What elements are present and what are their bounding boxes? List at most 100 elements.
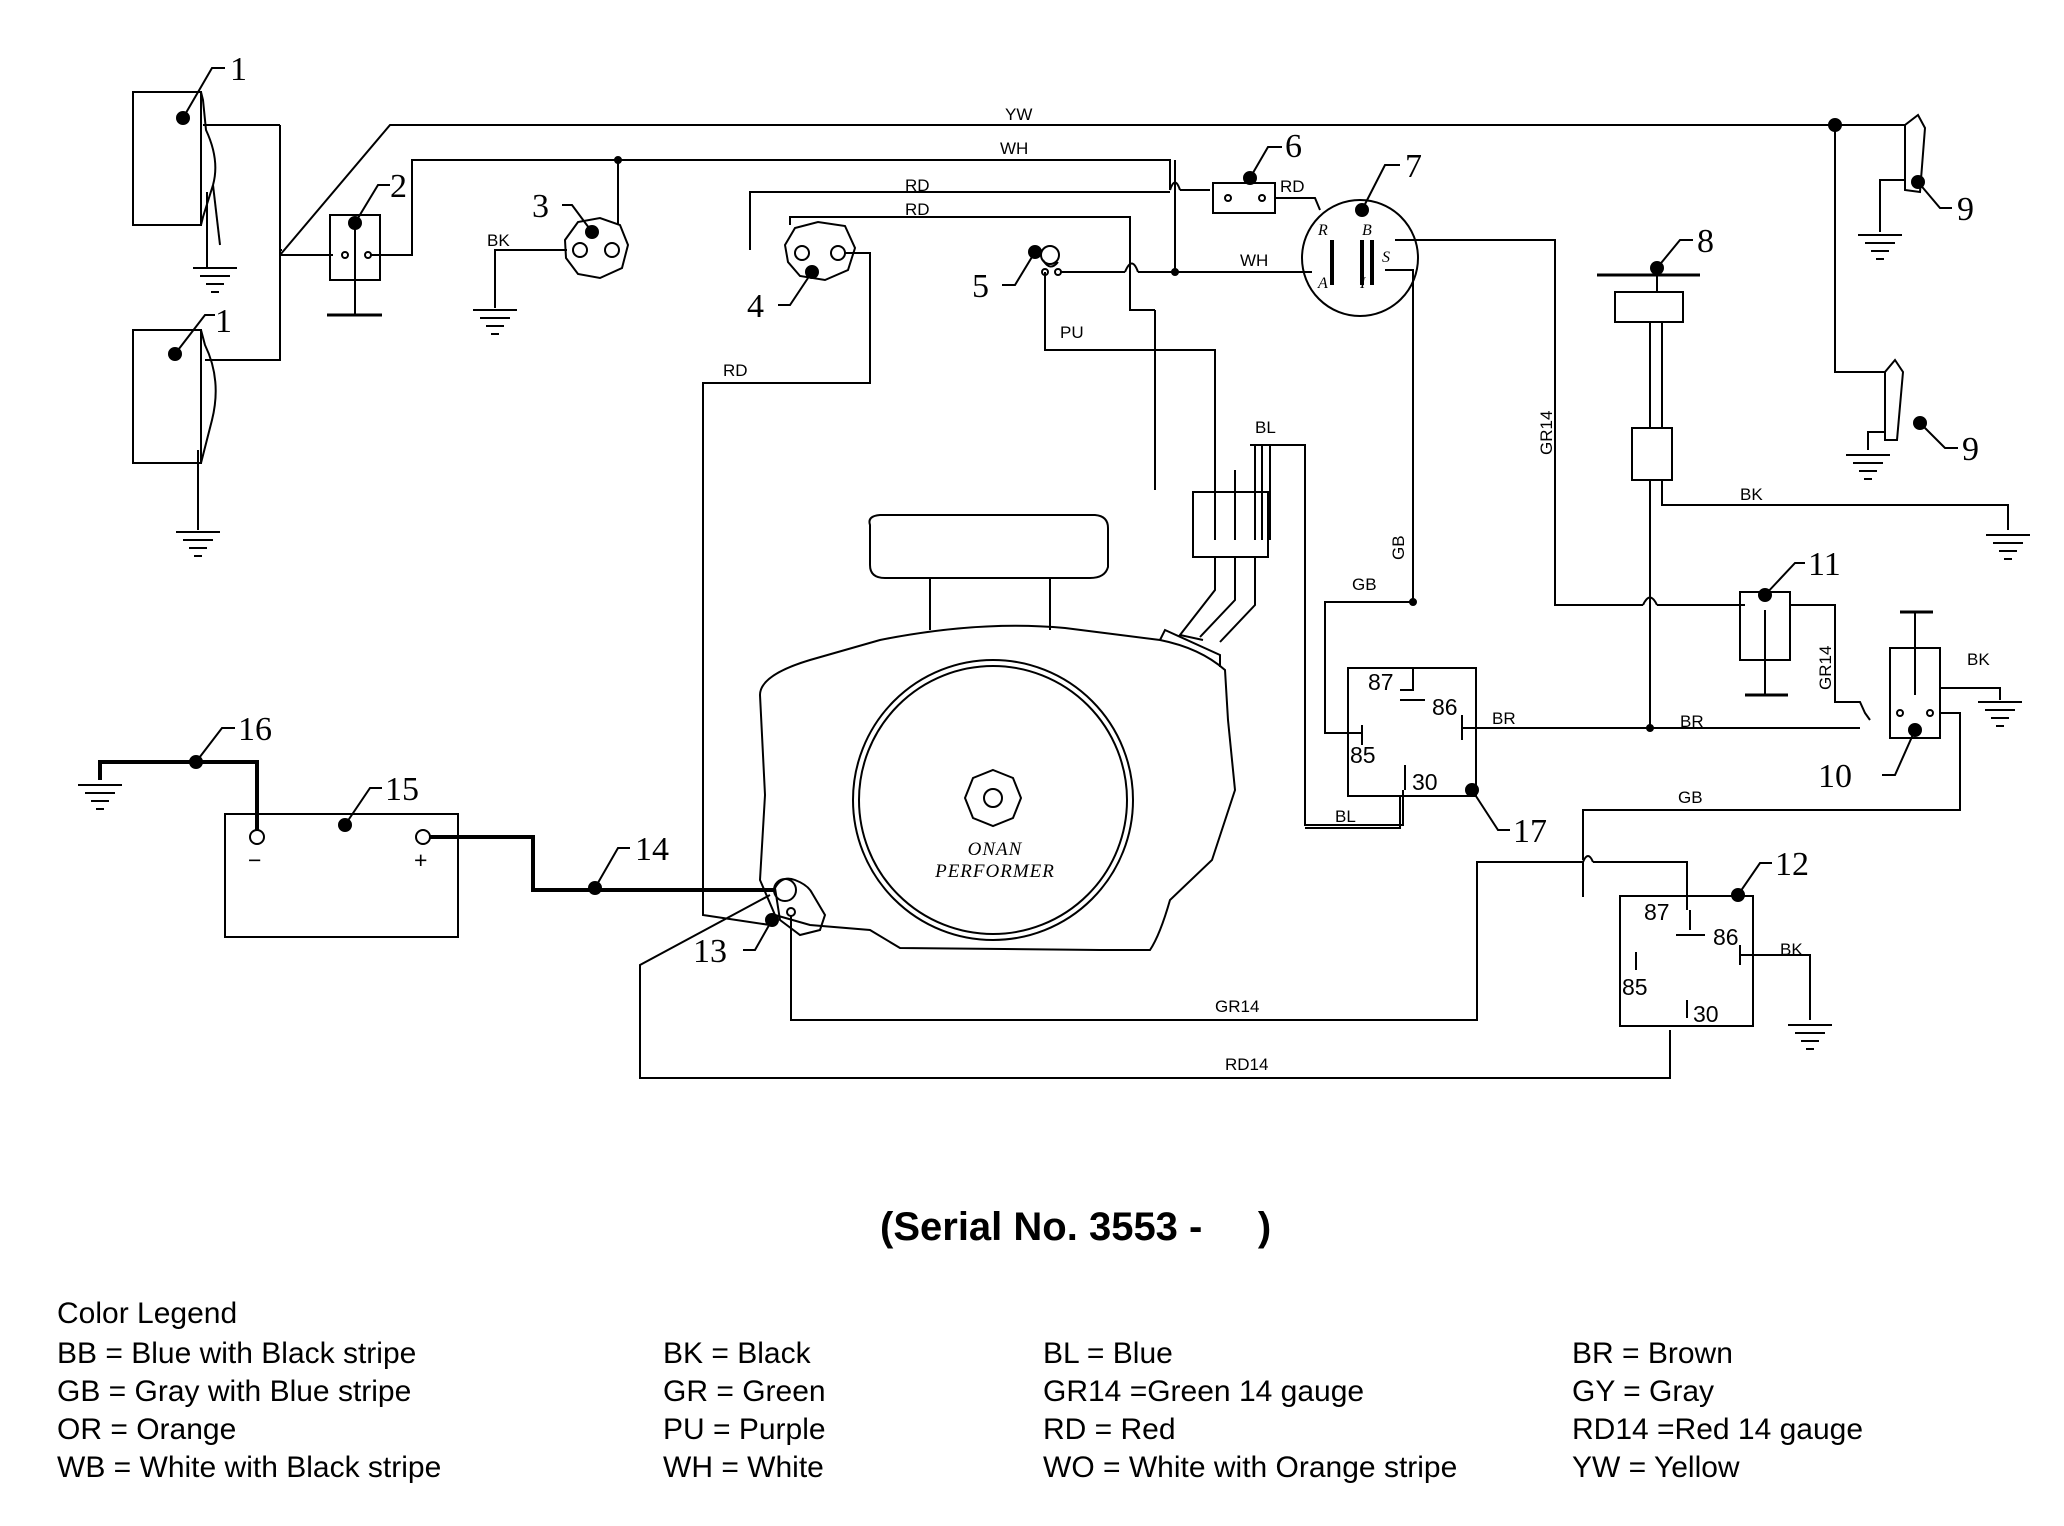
- callout-4: 4: [747, 288, 764, 325]
- callout-leaders: [168, 67, 1958, 951]
- headlight-upper: [132, 91, 281, 250]
- legend-item: BR = Brown: [1572, 1337, 1733, 1370]
- legend-item: WO = White with Orange stripe: [1043, 1451, 1458, 1484]
- ground-symbol: [1985, 534, 2031, 560]
- callout-3: 3: [532, 188, 549, 225]
- component-3: [563, 216, 630, 280]
- horn-lower: [1845, 358, 1905, 480]
- legend-item: PU = Purple: [663, 1413, 826, 1446]
- callout-1-lower: 1: [215, 303, 232, 340]
- wire-label-bk-3: BK: [487, 231, 510, 250]
- callout-7: 7: [1405, 148, 1422, 185]
- callout-13: 13: [693, 933, 727, 970]
- wire-label-gb-right: GB: [1678, 788, 1703, 807]
- engine-brand-line1: ONAN: [968, 839, 1023, 860]
- ground-symbol: [472, 309, 518, 335]
- headlight-lower: [132, 249, 282, 464]
- wire-label-gr14-vertical: GR14: [1537, 411, 1556, 455]
- legend-item: RD14 =Red 14 gauge: [1572, 1413, 1864, 1446]
- relay-17-terminal-30: 30: [1412, 769, 1438, 795]
- legend-item: RD = Red: [1043, 1413, 1176, 1446]
- legend-item: GB = Gray with Blue stripe: [57, 1375, 412, 1408]
- wire-label-rd-left: RD: [723, 361, 748, 380]
- relay-17-terminal-85: 85: [1350, 742, 1376, 768]
- wire-label-bk-12: BK: [1780, 940, 1803, 959]
- callout-17: 17: [1513, 813, 1547, 850]
- callout-12: 12: [1775, 846, 1809, 883]
- relay-12: [1619, 895, 1754, 1027]
- switch-letter-i: I: [1359, 275, 1366, 292]
- wire-label-br2: BR: [1680, 712, 1704, 731]
- relay-12-terminal-86: 86: [1713, 924, 1739, 950]
- wire-label-br1: BR: [1492, 709, 1516, 728]
- engine-brand-line2: PERFORMER: [934, 861, 1055, 882]
- battery-negative-label: −: [248, 847, 261, 873]
- relay-17-terminal-87: 87: [1368, 669, 1394, 695]
- wire-label-wh-mid: WH: [1240, 251, 1268, 270]
- callout-1-upper: 1: [230, 51, 247, 88]
- ignition-switch: [1301, 199, 1419, 317]
- callout-15: 15: [385, 771, 419, 808]
- legend-item: WB = White with Black stripe: [57, 1451, 442, 1484]
- legend-item: OR = Orange: [57, 1413, 237, 1446]
- switch-letter-b: B: [1362, 222, 1372, 239]
- wire-label-rd1: RD: [905, 176, 930, 195]
- switch-letter-r: R: [1317, 222, 1328, 239]
- component-5: [1040, 245, 1062, 276]
- legend-item: GR = Green: [663, 1375, 826, 1408]
- ground-symbol: [1857, 234, 1903, 260]
- legend-item: YW = Yellow: [1572, 1451, 1740, 1484]
- callout-2: 2: [390, 168, 407, 205]
- callout-10: 10: [1818, 758, 1852, 795]
- wire-label-bl: BL: [1255, 418, 1276, 437]
- legend-item: BB = Blue with Black stripe: [57, 1337, 417, 1370]
- component-6: [1212, 182, 1276, 214]
- component-4: [783, 220, 857, 282]
- legend-item: WH = White: [663, 1451, 824, 1484]
- wire-label-rd14: RD14: [1225, 1055, 1268, 1074]
- legend-item: GY = Gray: [1572, 1375, 1715, 1408]
- ground-symbol: [77, 784, 123, 810]
- light-switch: [327, 214, 382, 317]
- wire-label-bk-10: BK: [1967, 650, 1990, 669]
- legend-item: GR14 =Green 14 gauge: [1043, 1375, 1365, 1408]
- callout-16: 16: [238, 711, 272, 748]
- legend-title: Color Legend: [57, 1297, 238, 1330]
- battery-positive-label: +: [414, 847, 427, 873]
- callout-11: 11: [1808, 546, 1841, 583]
- switch-letter-a: A: [1317, 275, 1328, 292]
- ground-symbol: [1977, 701, 2023, 727]
- callout-9-lower: 9: [1962, 431, 1979, 468]
- wire-label-rd-switch: RD: [1280, 177, 1305, 196]
- callout-5: 5: [972, 268, 989, 305]
- wire-label-wh-top: WH: [1000, 139, 1028, 158]
- horn-upper: [1857, 113, 1927, 260]
- ground-symbol: [192, 267, 238, 293]
- wire-label-gb-horizontal: GB: [1352, 575, 1377, 594]
- component-10: [1889, 610, 1941, 739]
- component-11: [1739, 591, 1791, 697]
- wire-label-bk-8: BK: [1740, 485, 1763, 504]
- callout-8: 8: [1697, 223, 1714, 260]
- wire-label-yw: YW: [1005, 105, 1032, 124]
- connector-block: [1192, 491, 1269, 558]
- ground-symbol: [1787, 1024, 1833, 1050]
- relay-17-terminal-86: 86: [1432, 694, 1458, 720]
- relay-12-terminal-85: 85: [1622, 974, 1648, 1000]
- legend-item: BL = Blue: [1043, 1337, 1173, 1370]
- wire-label-gr14-right: GR14: [1816, 646, 1835, 690]
- engine: [758, 514, 1237, 951]
- serial-number: (Serial No. 3553 - ): [880, 1205, 1272, 1249]
- legend-item: BK = Black: [663, 1337, 811, 1370]
- wire-label-pu: PU: [1060, 323, 1084, 342]
- callout-14: 14: [635, 831, 669, 868]
- switch-letter-s: S: [1382, 249, 1390, 266]
- wire-label-rd2: RD: [905, 200, 930, 219]
- ground-symbol: [175, 531, 221, 557]
- wire-label-gb-vertical: GB: [1389, 535, 1408, 560]
- wiring-diagram: ONAN PERFORMER: [77, 51, 2031, 1079]
- callout-9-upper: 9: [1957, 191, 1974, 228]
- component-8: [1597, 268, 1700, 481]
- wire-label-bl-low: BL: [1335, 807, 1356, 826]
- relay-12-terminal-30: 30: [1693, 1001, 1719, 1027]
